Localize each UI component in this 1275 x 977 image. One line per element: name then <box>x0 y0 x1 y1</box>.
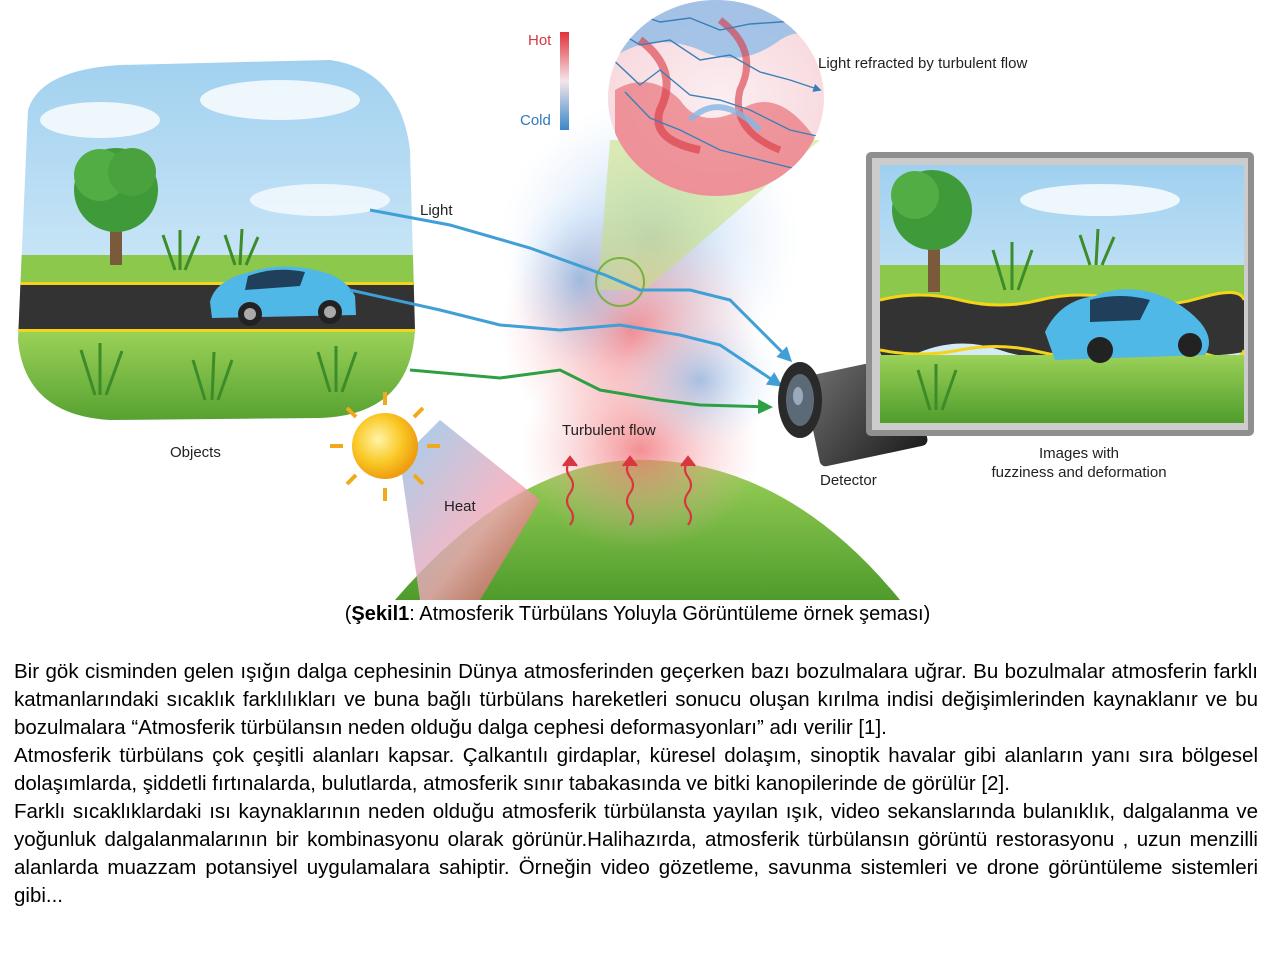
grass-icon <box>79 228 358 401</box>
sun-icon <box>330 392 440 501</box>
paragraph-3: Farklı sıcaklıklardaki ısı kaynaklarının… <box>14 800 1258 907</box>
heat-label: Heat <box>444 498 477 515</box>
light-ray-blue-mid <box>349 288 783 387</box>
car-icon <box>210 266 356 326</box>
caption-figure-number: Şekil1 <box>351 603 410 625</box>
paragraph-2: Atmosferik türbülans çok çeşitli alanlar… <box>14 744 1258 795</box>
figure-caption: (Şekil1: Atmosferik Türbülans Yoluyla Gö… <box>0 600 1275 628</box>
light-ray-arrows <box>349 208 793 415</box>
objects-scene <box>18 60 415 420</box>
heat-rise-arrows <box>562 455 696 526</box>
monitor-icon <box>866 152 1254 436</box>
caption-text: : Atmosferik Türbülans Yoluyla Görüntüle… <box>409 603 931 625</box>
hot-label: Hot <box>528 32 552 49</box>
images-label-line2: fuzziness and deformation <box>991 464 1166 481</box>
objects-label: Objects <box>170 444 221 461</box>
turbulence-imaging-figure: Hot Cold <box>18 0 1254 600</box>
caption-open: ( <box>344 603 352 625</box>
tree-icon <box>74 148 158 265</box>
cold-label: Cold <box>520 112 551 129</box>
turbulent-flow-label: Turbulent flow <box>562 422 656 439</box>
detector-label: Detector <box>820 472 877 489</box>
light-ray-blue-top <box>369 208 793 363</box>
paragraph-1: Bir gök cisminden gelen ışığın dalga cep… <box>14 660 1258 739</box>
images-label-line1: Images with <box>1039 445 1119 462</box>
refracted-light-label: Light refracted by turbulent flow <box>818 55 1027 72</box>
light-ray-green <box>409 368 773 415</box>
body-text: Bir gök cisminden gelen ışığın dalga cep… <box>14 658 1258 910</box>
light-label: Light <box>420 202 453 219</box>
temperature-scale <box>560 32 569 130</box>
heat-beam <box>400 420 540 600</box>
